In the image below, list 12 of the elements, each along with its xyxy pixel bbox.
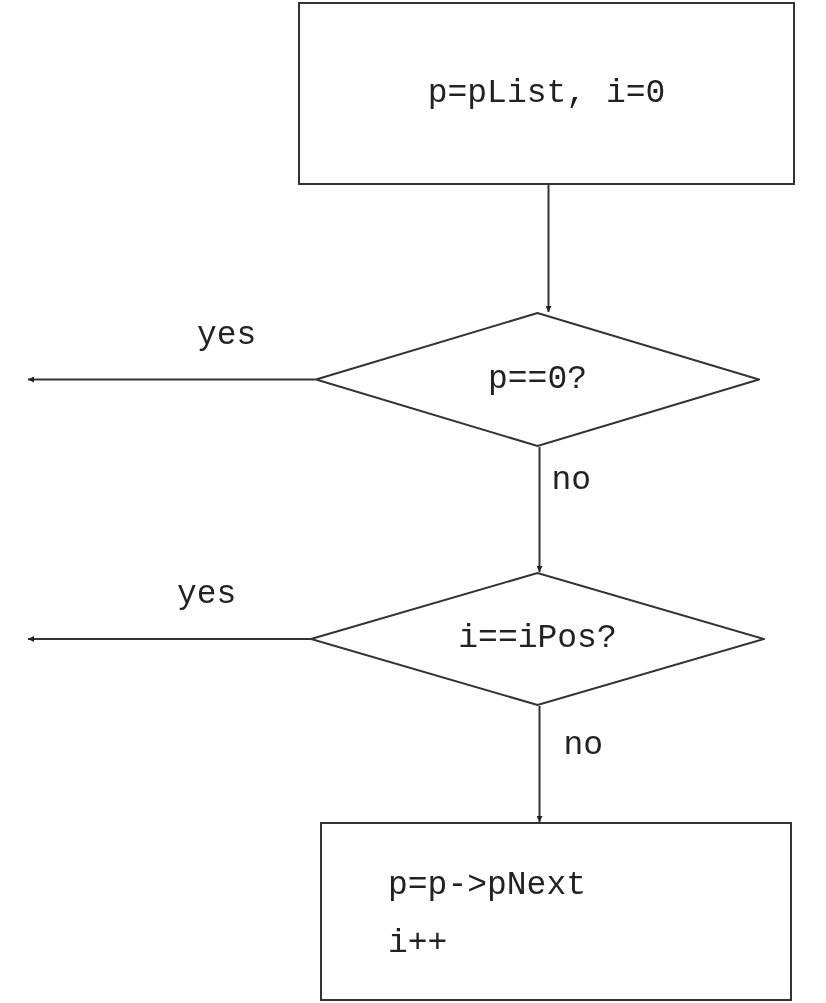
process-text: p=pList, i=0 xyxy=(427,73,666,114)
arrow xyxy=(545,184,552,313)
process-text: p=p->pNext xyxy=(388,866,587,906)
arrow xyxy=(27,376,316,383)
arrow xyxy=(27,636,311,642)
condition-text: p==0? xyxy=(488,359,587,400)
arrow xyxy=(536,446,543,573)
arrow xyxy=(536,705,543,823)
process-box xyxy=(298,2,795,185)
process-box xyxy=(320,822,792,1001)
condition-text: i==iPos? xyxy=(458,619,617,659)
process-text: i++ xyxy=(388,924,448,964)
